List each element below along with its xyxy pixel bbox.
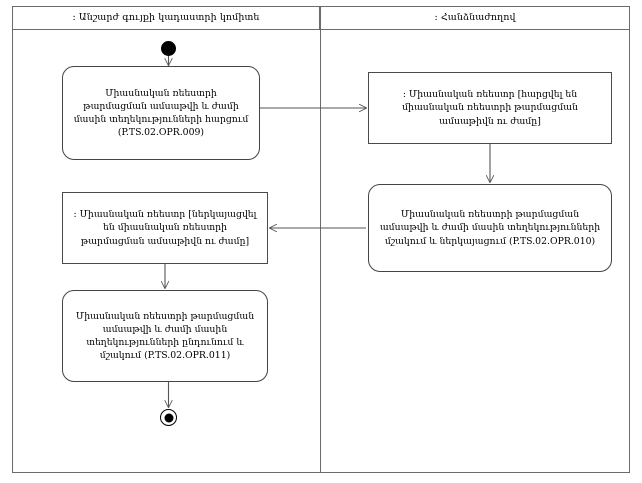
- final-node-icon: [160, 409, 177, 426]
- swimlane-label-right: : Հանձնաժողով: [434, 11, 516, 23]
- activity-node-receive-process[interactable]: Միասնական ռեեստրի թարմացման ամսաթվի և ժա…: [62, 290, 268, 382]
- object-node-registry-queried[interactable]: : Միասնական ռեեստր [հարցվել են միասնական…: [368, 72, 612, 144]
- object-node-registry-presented-label: : Միասնական ռեեստր [ներկայացվել են միասն…: [73, 209, 257, 247]
- activity-node-receive-process-label: Միասնական ռեեստրի թարմացման ամսաթվի և ժա…: [75, 310, 255, 362]
- activity-node-request-label: Միասնական ռեեստրի թարմացման ամսաթվի և ժա…: [73, 87, 249, 139]
- swimlane-header-left: : Անշարժ գույքի կադաստրի կոմիտե: [12, 6, 320, 30]
- swimlane-label-left: : Անշարժ գույքի կադաստրի կոմիտե: [72, 11, 260, 23]
- activity-node-request[interactable]: Միասնական ռեեստրի թարմացման ամսաթվի և ժա…: [62, 66, 260, 160]
- activity-node-process-present-label: Միասնական ռեեստրի թարմացման ամսաթվի և ժա…: [379, 209, 601, 247]
- swimlane-header-right: : Հանձնաժողով: [320, 6, 630, 30]
- initial-node-icon: [161, 41, 176, 56]
- object-node-registry-queried-label: : Միասնական ռեեստր [հարցվել են միասնական…: [402, 89, 578, 127]
- swimlane-divider: [320, 30, 321, 473]
- activity-node-process-present[interactable]: Միասնական ռեեստրի թարմացման ամսաթվի և ժա…: [368, 184, 612, 272]
- object-node-registry-presented[interactable]: : Միասնական ռեեստր [ներկայացվել են միասն…: [62, 192, 268, 264]
